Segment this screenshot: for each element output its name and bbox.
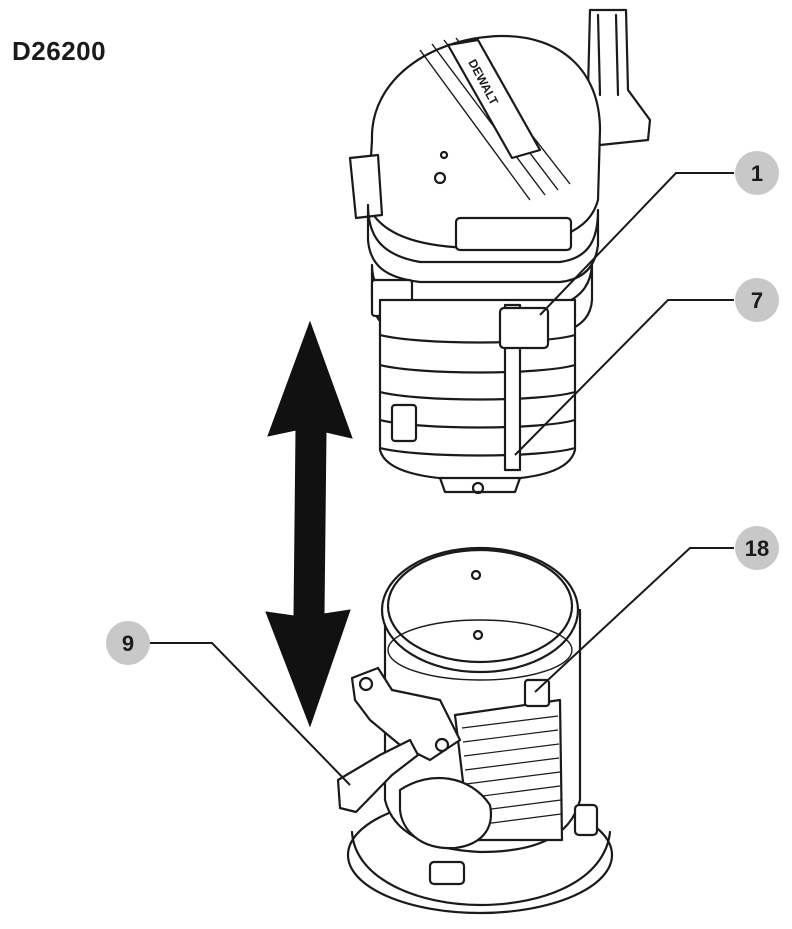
leader-1	[539, 172, 734, 316]
callout-1-label: 1	[751, 161, 763, 186]
callout-7-label: 7	[751, 288, 763, 313]
grip-texture	[461, 715, 562, 827]
callout-18: 18	[735, 526, 779, 570]
leader-18	[534, 547, 734, 693]
fixed-base	[336, 546, 614, 915]
double-headed-arrow-icon	[265, 320, 353, 728]
callout-18-label: 18	[745, 536, 769, 561]
callout-9-label: 9	[122, 631, 134, 656]
motor-unit: DEWALT	[348, 8, 652, 495]
leader-7	[514, 299, 734, 456]
callout-7: 7	[735, 278, 779, 322]
model-number: D26200	[12, 36, 107, 66]
callout-1: 1	[735, 151, 779, 195]
leader-9	[150, 642, 351, 786]
callout-9: 9	[106, 621, 150, 665]
